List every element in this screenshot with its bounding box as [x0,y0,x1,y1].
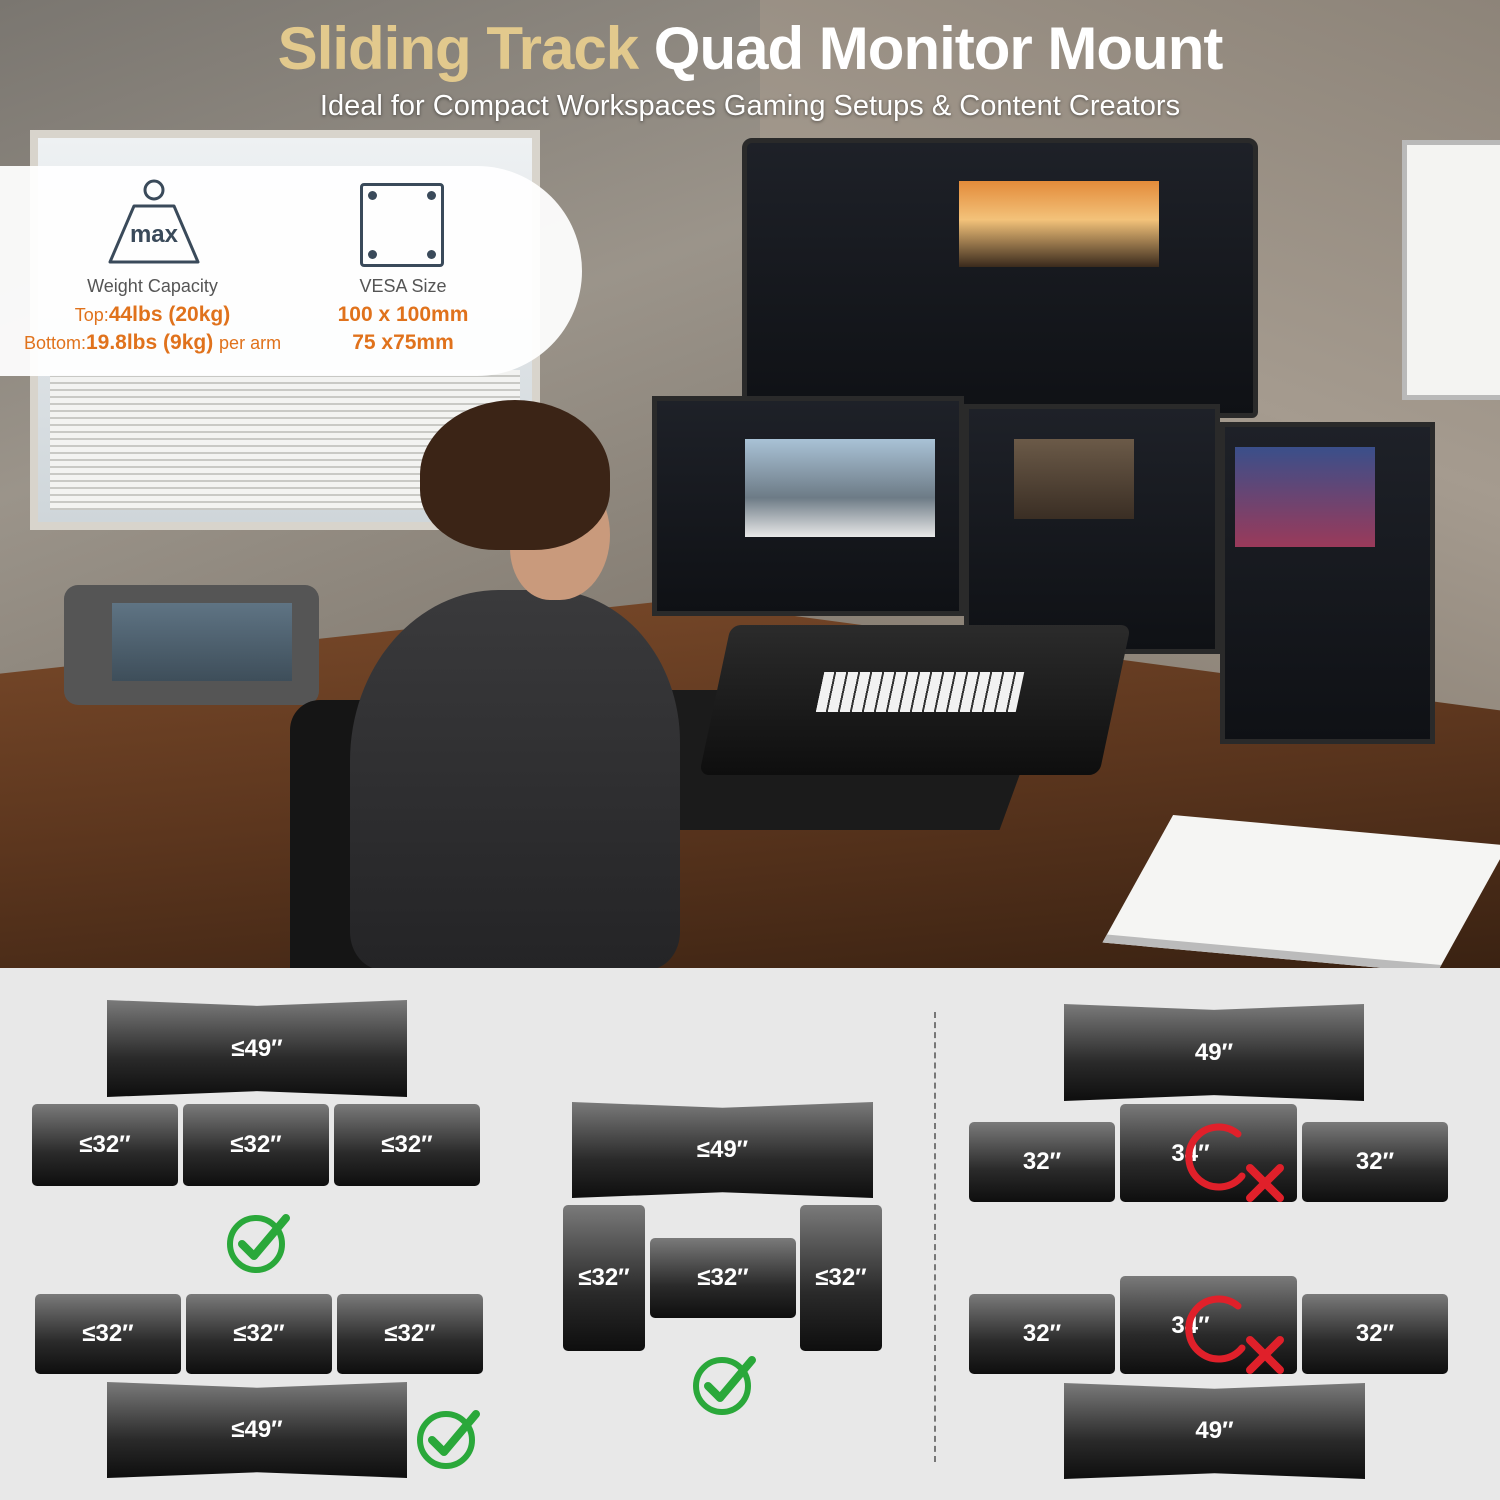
config-d-top-monitor: 49″ [1064,1004,1364,1101]
title-highlight: Sliding Track [277,15,639,82]
config-e-monitor-right: 32″ [1302,1294,1448,1374]
config-c-top-monitor: ≤49″ [572,1102,873,1198]
title-main: Quad Monitor Mount [653,15,1224,82]
spec-panel [0,166,582,376]
weight-label: Weight Capacity [87,276,218,296]
monitor-top-ultrawide [742,138,1258,418]
weight-bottom-suffix: per arm [219,333,282,353]
weight-bottom: Bottom:19.8lbs (9kg) per arm [0,331,305,355]
weight-spec: Weight Capacity Top:44lbs (20kg) Bottom:… [0,276,305,355]
person-torso [350,590,680,968]
weight-max-icon: max [108,179,200,264]
monitor-bottom-left [652,396,964,616]
not-supported-icon [1185,1295,1284,1374]
config-b-bottom-monitor: ≤49″ [107,1382,407,1478]
weight-icon-text: max [130,221,179,248]
person-at-desk [330,400,730,968]
check-icon [227,1214,290,1273]
weight-bottom-prefix: Bottom: [23,333,86,353]
monitor-bottom-center [964,404,1220,654]
page-title: Sliding Track Quad Monitor Mount [0,14,1500,83]
weight-bottom-value: 19.8lbs (9kg) [85,331,214,354]
config-a-monitor-right: ≤32″ [334,1104,480,1186]
monitor-bottom-center-image [1014,439,1134,519]
config-b-monitor-center: ≤32″ [186,1294,332,1374]
vesa-label: VESA Size [359,276,447,296]
vesa-hole [368,191,377,200]
vesa-hole [427,250,436,259]
weight-top-value: 44lbs (20kg) [108,303,231,326]
controller-keys [815,672,1025,712]
check-icon [693,1356,756,1415]
config-e-bottom-monitor: 49″ [1064,1383,1365,1479]
config-a-top-monitor: ≤49″ [107,1000,407,1097]
check-icon [417,1410,480,1469]
weight-top-prefix: Top: [74,305,109,325]
monitor-bottom-left-image [745,439,935,537]
vesa-hole [427,191,436,200]
monitor-bottom-right-image [1235,447,1375,547]
vesa-hole [368,250,377,259]
section-divider [934,1012,936,1462]
page-subtitle: Ideal for Compact Workspaces Gaming Setu… [319,90,1181,122]
monitor-top-image [959,181,1159,267]
config-b-monitor-left: ≤32″ [35,1294,181,1374]
config-a-monitor-left: ≤32″ [32,1104,178,1186]
config-b-monitor-right: ≤32″ [337,1294,483,1374]
person-hair [420,400,610,550]
whiteboard [1402,140,1500,400]
config-e-monitor-left: 32″ [969,1294,1115,1374]
config-c-monitor-right-portrait: ≤32″ [800,1205,882,1351]
vesa-value-1: 100 x 100mm [337,303,469,326]
vesa-spec: VESA Size 100 x 100mm 75 x75mm [310,276,496,355]
config-a-monitor-center: ≤32″ [183,1104,329,1186]
config-d-monitor-left: 32″ [969,1122,1115,1202]
config-d-monitor-right: 32″ [1302,1122,1448,1202]
not-supported-icon [1185,1123,1284,1202]
weight-top: Top:44lbs (20kg) [0,303,305,327]
config-c-monitor-left-portrait: ≤32″ [563,1205,645,1351]
drawing-tablet [64,585,319,705]
monitor-bottom-right [1220,422,1435,744]
config-c-monitor-center: ≤32″ [650,1238,796,1318]
hero-photo: Sliding Track Quad Monitor Mount Ideal f… [0,0,1500,968]
tablet-screen [112,603,292,681]
vesa-plate-icon [360,183,444,267]
vesa-value-2: 75 x75mm [352,331,454,354]
